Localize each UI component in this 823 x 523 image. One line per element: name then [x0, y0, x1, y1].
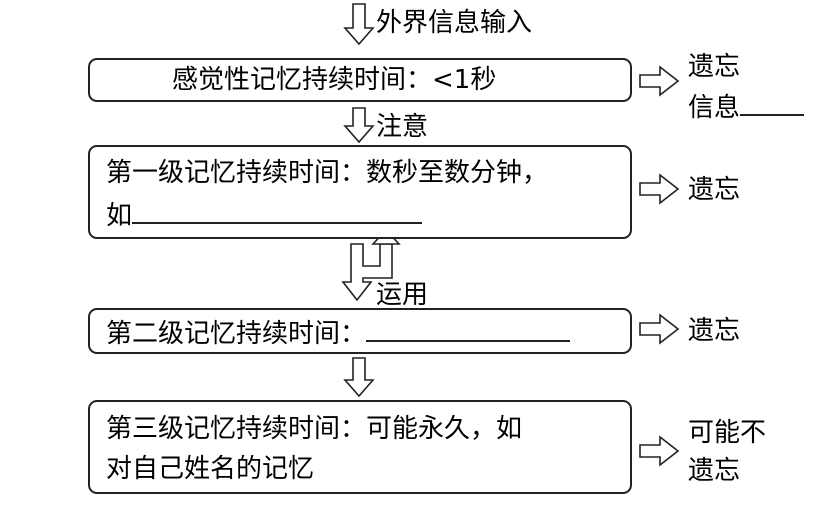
- forget-label-3: 遗忘: [688, 316, 741, 346]
- rehearsal-loop-arrow: [341, 243, 393, 302]
- sensory-memory-box: 感觉性记忆持续时间：<1秒: [88, 58, 632, 102]
- stage3-to-stage4-arrow: [343, 357, 375, 398]
- primary-memory-line2-text: 如: [106, 201, 133, 231]
- attention-label: 注意: [376, 112, 429, 142]
- forget-arrow-3: [639, 313, 680, 345]
- sensory-memory-text: 感觉性记忆持续时间：<1秒: [172, 65, 497, 95]
- forget-label-1-line1: 遗忘: [688, 52, 741, 82]
- primary-memory-box: 第一级记忆持续时间：数秒至数分钟， 如: [88, 145, 632, 239]
- input-down-arrow: [343, 3, 375, 46]
- primary-memory-line1: 第一级记忆持续时间：数秒至数分钟，: [106, 158, 549, 188]
- attention-down-arrow: [343, 107, 375, 144]
- blank-answer-1: [740, 88, 805, 116]
- blank-answer-2: [132, 196, 423, 224]
- forget-label-4-line1: 可能不: [688, 418, 767, 448]
- secondary-memory-line: 第二级记忆持续时间：: [106, 314, 571, 351]
- primary-memory-line2: 如: [106, 196, 423, 233]
- input-label: 外界信息输入: [376, 8, 533, 38]
- forget-label-2: 遗忘: [688, 175, 741, 205]
- secondary-memory-text: 第二级记忆持续时间：: [106, 319, 367, 349]
- tertiary-memory-box: 第三级记忆持续时间：可能永久，如 对自己姓名的记忆: [88, 400, 632, 494]
- secondary-memory-box: 第二级记忆持续时间：: [88, 308, 632, 354]
- forget-arrow-1: [639, 65, 680, 97]
- blank-answer-3: [366, 314, 571, 342]
- forget-arrow-4: [639, 435, 680, 467]
- forget-label-1-text: 信息: [688, 93, 741, 123]
- use-label: 运用: [376, 280, 429, 310]
- forget-label-1-line2: 信息: [688, 88, 805, 125]
- tertiary-memory-line2: 对自己姓名的记忆: [106, 454, 315, 484]
- tertiary-memory-line1: 第三级记忆持续时间：可能永久，如: [106, 414, 523, 444]
- forget-label-4-line2: 遗忘: [688, 456, 741, 486]
- forget-arrow-2: [639, 173, 680, 205]
